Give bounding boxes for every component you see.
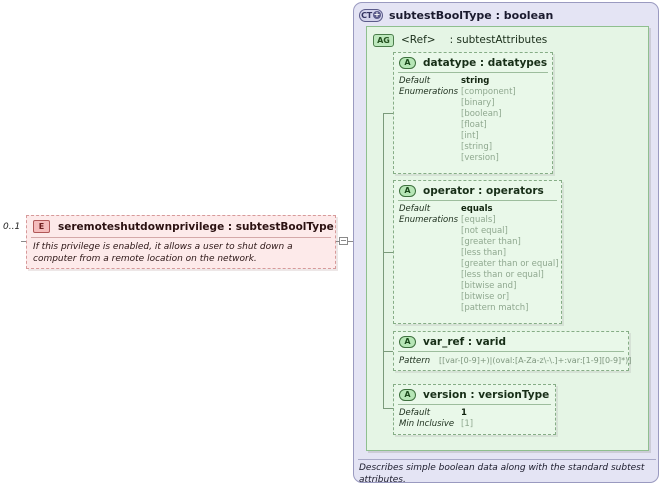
facet-label-min-inclusive: Min Inclusive (399, 419, 455, 429)
attribute-icon: A (399, 56, 416, 69)
element-box-seremoteshutdownprivilege[interactable]: E seremoteshutdownprivilege : subtestBoo… (26, 215, 336, 269)
ref-target: subtestAttributes (456, 34, 548, 46)
element-header: E seremoteshutdownprivilege : subtestBoo… (27, 216, 335, 236)
enum-value: [pattern match] (461, 303, 529, 313)
facet-value-min-inclusive: [1] (461, 419, 474, 429)
element-name-label: seremoteshutdownprivilege : subtestBoolT… (58, 220, 334, 233)
attribute-box-version[interactable]: A version : versionType Default Min Incl… (393, 384, 556, 435)
attribute-box-operator[interactable]: A operator : operators Default Enumerati… (393, 180, 562, 324)
attribute-facets-datatype: Default Enumerations string [component] … (394, 73, 552, 168)
attribute-header-version: A version : versionType (394, 385, 555, 404)
attribute-icon: A (399, 335, 416, 348)
complex-type-header: CT+ subtestBoolType : boolean (354, 6, 658, 24)
footer-divider (358, 459, 656, 460)
facet-values-version: 1 [1] (461, 408, 473, 430)
facet-labels-operator: Default Enumerations (399, 204, 461, 314)
facet-labels-version: Default Min Inclusive (399, 408, 461, 430)
element-icon: E (33, 220, 50, 233)
cardinality-label: 0..1 (3, 222, 21, 232)
facet-label-default: Default (399, 76, 431, 86)
attribute-facets-operator: Default Enumerations equals [equals] [no… (394, 201, 561, 318)
enum-value: [float] (461, 120, 487, 130)
complex-type-icon-label: CT (361, 10, 372, 20)
attribute-divider (398, 72, 548, 73)
complex-type-title: subtestBoolType : boolean (389, 8, 554, 22)
enum-value: [string] (461, 142, 493, 152)
element-annotation-text: If this privilege is enabled, it allows … (33, 242, 293, 264)
connector-collapse-minus-icon (341, 240, 346, 241)
facet-label-default: Default (399, 408, 431, 418)
facet-labels-datatype: Default Enumerations (399, 76, 461, 164)
attribute-group-icon: AG (373, 33, 394, 47)
attribute-group-header: AG <Ref>: subtestAttributes (373, 32, 547, 48)
attribute-box-var-ref[interactable]: A var_ref : varid Pattern [[var-[0-9]+)|… (393, 331, 632, 371)
attribute-header-var-ref: A var_ref : varid (394, 332, 628, 351)
attribute-header-datatype: A datatype : datatypes (394, 53, 552, 72)
tree-branch-operator (383, 252, 393, 253)
tree-branch-varref (383, 351, 393, 352)
facet-label-enumerations: Enumerations (399, 87, 459, 97)
attribute-divider (398, 404, 551, 405)
tree-trunk-line (383, 113, 384, 408)
tree-branch-version (383, 408, 393, 409)
attribute-icon: A (399, 184, 416, 197)
facet-values-operator: equals [equals] [not equal] [greater tha… (461, 204, 559, 314)
attribute-name-operator: operator : operators (423, 184, 544, 197)
attribute-group-ref-label: <Ref>: subtestAttributes (401, 34, 547, 46)
enum-value: [bitwise or] (461, 292, 510, 302)
ref-placeholder: <Ref> (401, 34, 436, 46)
attribute-name-datatype: datatype : datatypes (423, 56, 548, 69)
facet-value-pattern: [[var-[0-9]+)|(oval:[A-Za-z\-\.]+:var:[1… (439, 356, 632, 365)
connector-left-tick (21, 241, 26, 242)
enum-value: [less than] (461, 248, 507, 258)
type-description-text: Describes simple boolean data along with… (359, 463, 645, 485)
enum-value: [not equal] (461, 226, 508, 236)
complex-type-expand-icon[interactable]: CT+ (359, 8, 383, 22)
plus-icon: + (372, 10, 381, 19)
attribute-divider (398, 200, 557, 201)
enum-value: [component] (461, 87, 516, 97)
facet-label-pattern: Pattern (399, 356, 431, 366)
enum-value: [equals] (461, 215, 496, 225)
enum-value: [boolean] (461, 109, 502, 119)
enum-value: [less than or equal] (461, 270, 544, 280)
attribute-box-datatype[interactable]: A datatype : datatypes Default Enumerati… (393, 52, 553, 174)
facet-label-enumerations: Enumerations (399, 215, 459, 225)
enum-value: [version] (461, 153, 499, 163)
enum-value: [greater than] (461, 237, 521, 247)
facet-label-default: Default (399, 204, 431, 214)
enum-value: [greater than or equal] (461, 259, 559, 269)
attribute-facets-version: Default Min Inclusive 1 [1] (394, 405, 555, 434)
facet-values-datatype: string [component] [binary] [boolean] [f… (461, 76, 516, 164)
element-divider (31, 237, 331, 238)
attribute-divider (398, 351, 624, 352)
attribute-name-version: version : versionType (423, 388, 550, 401)
attribute-name-var-ref: var_ref : varid (423, 335, 506, 348)
facet-value-default: 1 (461, 408, 467, 418)
attribute-header-operator: A operator : operators (394, 181, 561, 200)
attribute-icon: A (399, 388, 416, 401)
enum-value: [int] (461, 131, 479, 141)
enum-value: [binary] (461, 98, 495, 108)
attribute-facets-var-ref: Pattern [[var-[0-9]+)|(oval:[A-Za-z\-\.]… (394, 352, 632, 370)
enum-value: [bitwise and] (461, 281, 517, 291)
facet-value-default: string (461, 76, 490, 86)
connector-collapse-box[interactable] (339, 237, 348, 245)
tree-branch-datatype (383, 113, 393, 114)
facet-value-default: equals (461, 204, 493, 214)
ref-colon: : (449, 34, 454, 46)
